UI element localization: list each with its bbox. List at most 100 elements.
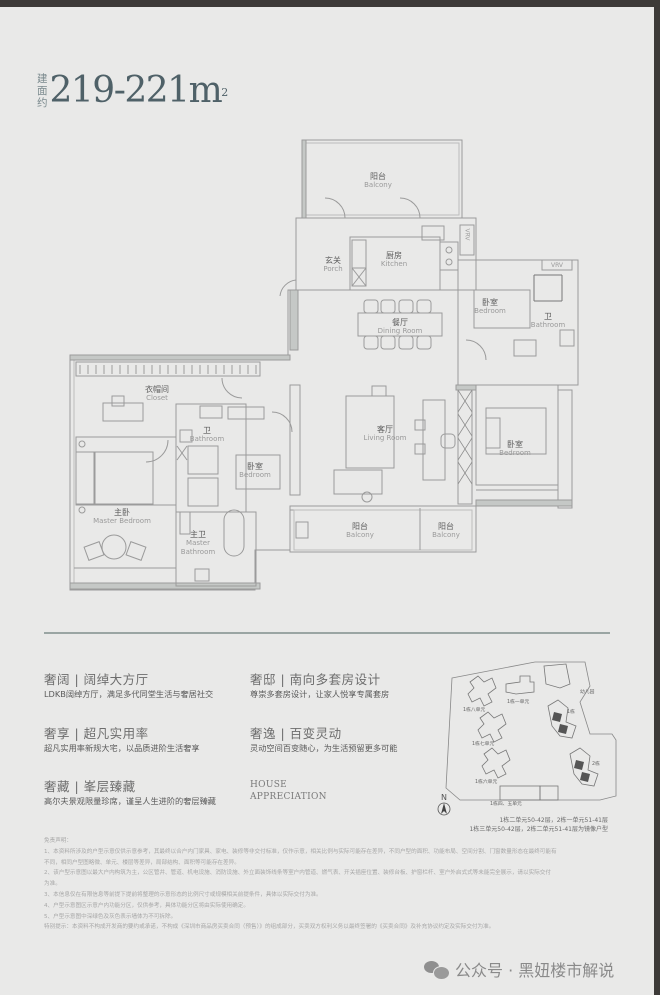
- feature-multi-suite: 奢邸 | 南向多套房设计 尊崇多套房设计，让家人悦享专属套房: [250, 672, 389, 700]
- east-wardrobe: [557, 389, 573, 509]
- feature-title: 奢享 | 超凡实用率: [44, 726, 149, 741]
- room-label-en: Balcony: [346, 531, 374, 539]
- site-label: 1栋六单元: [475, 780, 498, 785]
- door-arc: [324, 197, 346, 219]
- feature-title: 奢阔 | 阔绰大方厅: [44, 672, 149, 687]
- room-label-en: Master Bedroom: [93, 517, 151, 525]
- area-prefix-char: 面: [37, 85, 48, 97]
- feature-desc: 超凡实用率新规大宅，以品质进阶生活奢享: [44, 743, 200, 753]
- sofa: [345, 395, 395, 469]
- room-label-cn: 阳台: [438, 522, 454, 531]
- feature-desc: LDKB阔绰方厅，满足多代同堂生活与奢居社交: [44, 689, 214, 699]
- disclaimer-line: 1、本资料所涉及的户型示意仅供示意参考，其最终以合户内门家具、家电、装修等非交付…: [44, 848, 557, 855]
- house-appreciation-label: HOUSE APPRECIATION: [250, 779, 327, 803]
- room-label-cn: 衣帽间: [145, 385, 169, 394]
- room-label-en: Living Room: [363, 434, 407, 442]
- master-bed-area: [75, 436, 177, 506]
- house-appreciation-line: HOUSE: [250, 780, 288, 790]
- disclaimer-line: 为准。: [44, 881, 61, 888]
- disclaimer-line: 特别提示：本资料不构成开发商的要约或承诺，不构成《深圳市商品房买卖合同（预售）》…: [44, 924, 495, 931]
- north-arrow-icon: [437, 802, 451, 816]
- south-balcony-block: [289, 505, 477, 553]
- site-label: 1栋八单元: [463, 708, 486, 713]
- site-label: 1栋一单元: [507, 700, 530, 705]
- vrv-label-2: VRV: [550, 262, 564, 269]
- wardrobe-east: [457, 389, 473, 505]
- site-plan-map: [445, 661, 617, 801]
- desk: [422, 399, 446, 481]
- room-label-cn: 卧室: [506, 440, 523, 449]
- room-label-en: Bedroom: [474, 307, 506, 315]
- dining-chairs: [363, 299, 432, 350]
- room-label-en: Closet: [146, 394, 168, 402]
- room-label-en: Bedroom: [499, 449, 531, 457]
- wechat-icon: [424, 960, 450, 980]
- site-label: 1栋四、五单元: [490, 802, 522, 807]
- feature-title: 奢邸 | 南向多套房设计: [250, 672, 381, 687]
- vrv-label-1: VRV: [463, 228, 471, 241]
- feature-efficiency: 奢享 | 超凡实用率 超凡实用率新规大宅，以品质进阶生活奢享: [44, 726, 200, 754]
- kitchen-sink: [421, 225, 445, 241]
- feature-flexible: 奢逸 | 百变灵动 灵动空间百变随心，为生活预留更多可能: [250, 726, 397, 754]
- vrv-box-2: [541, 259, 573, 271]
- room-label-en: Bathroom: [189, 435, 225, 443]
- room-label-cn: 玄关: [324, 256, 341, 265]
- area-prefix: 建 面 约: [37, 73, 48, 109]
- room-label-cn: 卫: [202, 426, 211, 435]
- disclaimer-title: 免责声明：: [44, 838, 72, 844]
- vrv-box-1: [459, 224, 475, 256]
- room-label-en: Bathroom: [530, 321, 566, 329]
- unit-note: 1栋二单元50-42层，2栋一单元51-41层 1栋三单元50-42层，2栋二单…: [440, 816, 608, 834]
- room-label-en: Dining Room: [377, 327, 423, 335]
- kitchen-counter: [351, 239, 367, 269]
- master-bed: [94, 451, 154, 505]
- closet-island: [102, 402, 144, 422]
- feature-title: 奢藏 | 峯层臻藏: [44, 779, 136, 794]
- feature-title: 奢逸 | 百变灵动: [250, 726, 342, 741]
- room-label-en: Bedroom: [239, 471, 271, 479]
- unit-note-line: 1栋二单元50-42层，2栋一单元51-41层: [499, 817, 608, 824]
- north-label: N: [441, 793, 447, 802]
- wechat-watermark: 公众号 · 黑妞楼市解说: [424, 957, 614, 981]
- house-appreciation-line: APPRECIATION: [250, 792, 327, 802]
- section-divider: [44, 632, 610, 634]
- door-arc: [279, 279, 297, 297]
- disclaimer-line: 2、该户型示意图以最大户内构筑为主，公区管井、管道、机电设施、消防设施、外立面装…: [44, 870, 551, 877]
- disclaimer-line: 3、本信息仅在有限信息等前提下提前将整理的示意形态的比例尺寸或规模相关前提条件，…: [44, 891, 322, 898]
- room-label-en: Porch: [323, 265, 343, 273]
- closet-wardrobe: [75, 361, 261, 377]
- area-prefix-char: 建: [37, 73, 48, 85]
- feature-spacious-hall: 奢阔 | 阔绰大方厅 LDKB阔绰方厅，满足多代同堂生活与奢居社交: [44, 672, 213, 700]
- room-label-cn: 阳台: [352, 522, 368, 531]
- room-label-cn: 餐厅: [391, 318, 408, 327]
- feature-desc: 尊崇多套房设计，让家人悦享专属套房: [250, 689, 390, 699]
- area-value: 219-221m2: [50, 73, 229, 109]
- feature-desc: 灵动空间百变随心，为生活预留更多可能: [250, 743, 398, 753]
- room-label-en: Kitchen: [380, 260, 408, 268]
- disclaimer-line: 不同，相同户型图略微、单元、楼层等差异，局部结构、面积等可能存在差异。: [44, 859, 240, 866]
- room-label-cn: 卧室: [481, 298, 498, 307]
- door-arc: [399, 197, 421, 219]
- disclaimer: 免责声明： 1、本资料所涉及的户型示意仅供示意参考，其最终以合户内门家具、家电、…: [44, 836, 610, 933]
- wall-north-bedroom-strip: [69, 354, 291, 361]
- bathtub: [223, 509, 245, 557]
- disclaimer-line: 4、户型示意图区示意户内功能分区，仅供参考，具体功能分区将由实际使用确定。: [44, 902, 249, 909]
- coffee-table: [333, 469, 383, 495]
- feature-desc: 高尔夫景观限量珍席，谨呈人生进阶的奢层臻藏: [44, 796, 216, 806]
- room-label-cn: 厨房: [386, 251, 402, 260]
- room-label-en: Balcony: [364, 181, 392, 189]
- site-label: 1栋: [567, 710, 575, 715]
- room-label-cn: 客厅: [376, 425, 393, 434]
